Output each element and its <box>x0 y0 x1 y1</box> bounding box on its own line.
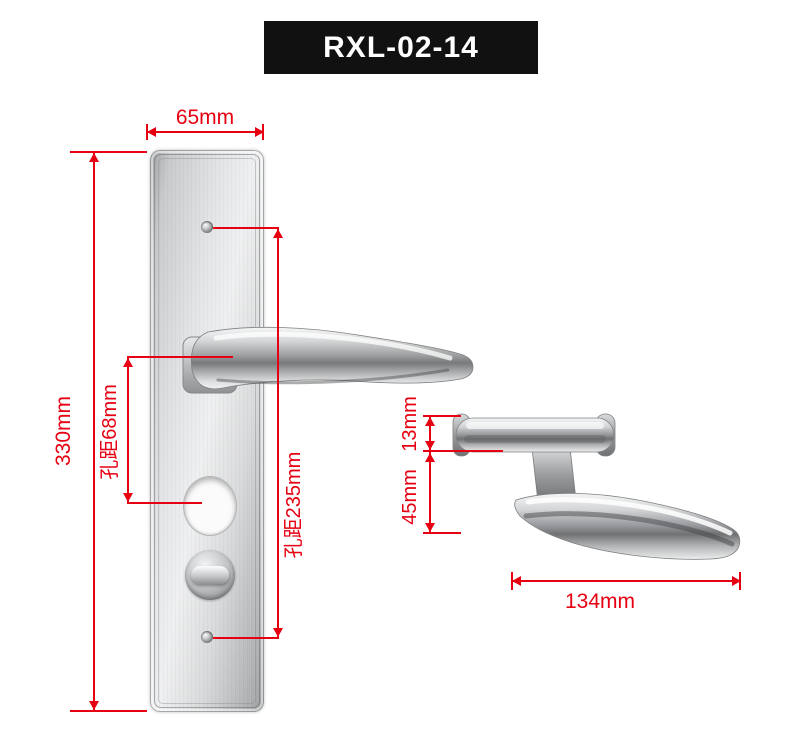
dim-arrow-up-icon <box>123 358 133 367</box>
dim-arrow-right-icon <box>732 576 741 586</box>
dim-arrow-right-icon <box>255 127 264 137</box>
handle-lever-graphic <box>182 326 474 394</box>
top-screw-hole <box>201 221 213 233</box>
dim-line <box>127 357 129 503</box>
dim-arrow-down-icon <box>273 628 283 637</box>
door-plate-graphic <box>150 150 264 712</box>
handle-length-label: 134mm <box>564 590 636 613</box>
dim-arrow-up-icon <box>273 229 283 238</box>
dim-tick <box>213 637 279 639</box>
dim-line <box>429 416 431 534</box>
dim-tick <box>127 356 233 358</box>
dim-line <box>512 580 741 582</box>
dim-tick <box>127 502 202 504</box>
dim-arrow-down-icon <box>123 493 133 502</box>
dim-line <box>147 131 264 133</box>
hole-distance-68-label: 孔距68mm <box>99 384 121 480</box>
dim-arrow-up-icon <box>89 153 99 162</box>
dim-arrow-left-icon <box>512 576 521 586</box>
dim-arrow-down-icon <box>425 523 435 532</box>
dim-arrow-down-icon <box>425 441 435 450</box>
dim-tick <box>423 415 461 417</box>
plate-edge-line <box>154 154 260 708</box>
dim-tick <box>423 450 503 452</box>
bottom-screw-hole <box>201 631 213 643</box>
plate-width-label: 65mm <box>175 106 235 129</box>
handle-thickness-label: 13mm <box>399 396 421 452</box>
plate-edge-line <box>158 158 256 704</box>
dim-line <box>93 152 95 711</box>
plate-height-label: 330mm <box>52 395 75 467</box>
dim-tick <box>213 227 279 229</box>
detached-handle-graphic <box>452 413 741 560</box>
cylinder-hole <box>183 476 237 536</box>
model-number: RXL-02-14 <box>323 30 479 64</box>
dim-arrow-down-icon <box>89 701 99 710</box>
dim-arrow-up-icon <box>425 417 435 426</box>
dim-tick <box>423 532 461 534</box>
hole-distance-235-label: 孔距235mm <box>283 451 305 559</box>
dim-tick <box>70 710 147 712</box>
dim-tick <box>70 151 147 153</box>
title-banner: RXL-02-14 <box>264 21 538 74</box>
dim-line <box>277 228 279 638</box>
dim-arrow-up-icon <box>425 453 435 462</box>
thumb-turn-knob <box>191 566 229 584</box>
handle-drop-label: 45mm <box>399 469 421 525</box>
dim-arrow-left-icon <box>147 127 156 137</box>
